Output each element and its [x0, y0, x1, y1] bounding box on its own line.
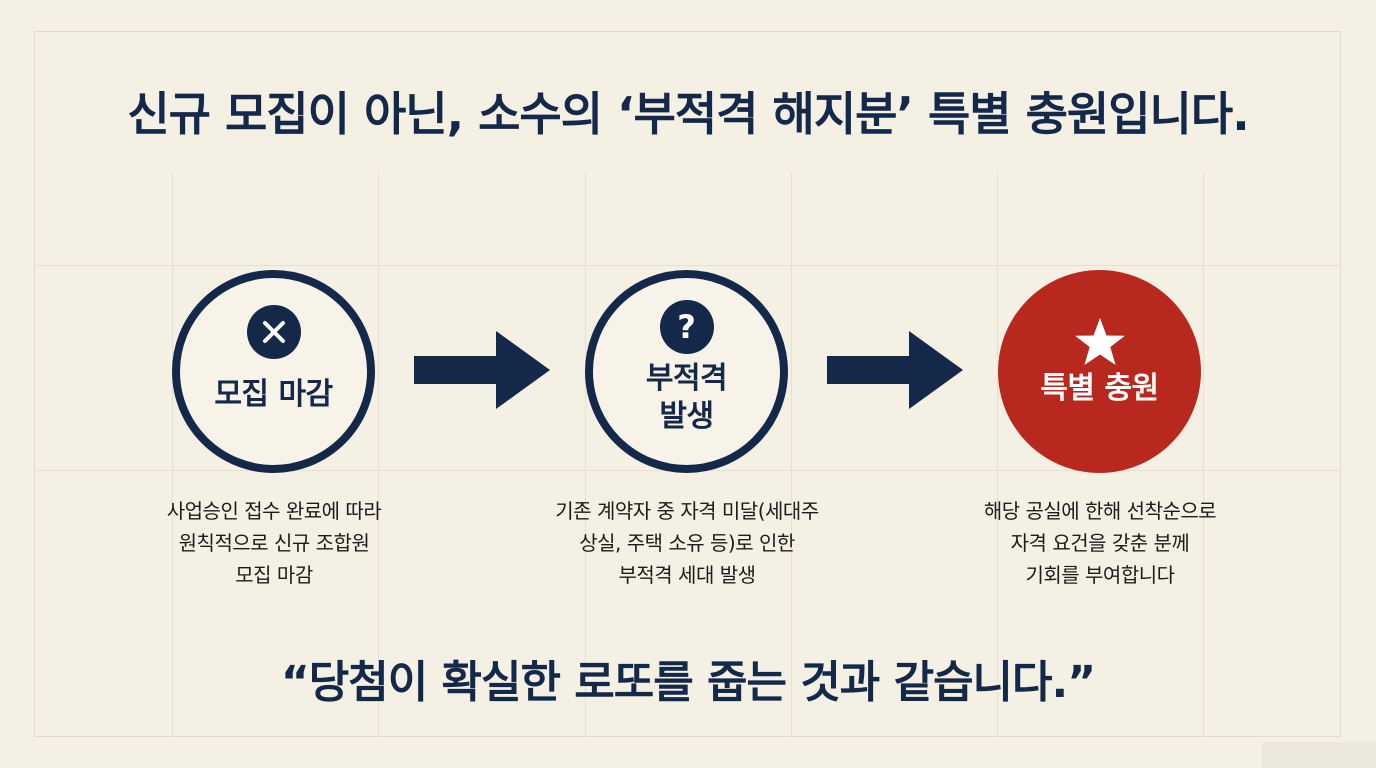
- description-line: 사업승인 접수 완료에 따라: [166, 499, 382, 523]
- grid-line: [791, 172, 792, 737]
- description-line: 자격 요건을 갖춘 분께: [1010, 531, 1190, 555]
- headline: 신규 모집이 아닌, 소수의 ‘부적격 해지분’ 특별 충원입니다.: [127, 87, 1249, 141]
- description-line: 기존 계약자 중 자격 미달(세대주: [555, 499, 819, 523]
- slide-frame: [34, 31, 1341, 737]
- question-icon: ?: [659, 300, 714, 354]
- close-icon: [246, 305, 301, 359]
- step-description: 사업승인 접수 완료에 따라 원칙적으로 신규 조합원 모집 마감: [109, 495, 439, 591]
- step-circle-special: 특별 충원: [998, 270, 1201, 473]
- description-line: 기회를 부여합니다: [1025, 563, 1175, 587]
- step-description: 해당 공실에 한해 선착순으로 자격 요건을 갖춘 분께 기회를 부여합니다: [935, 495, 1265, 591]
- step-label: 특별 충원: [1040, 371, 1159, 406]
- grid-line: [34, 265, 1341, 266]
- step-description: 기존 계약자 중 자격 미달(세대주 상실, 주택 소유 등)로 인한 부적격 …: [522, 495, 852, 591]
- description-line: 원칙적으로 신규 조합원: [178, 531, 370, 555]
- grid-line: [1203, 172, 1204, 737]
- step-label-line-2: 발생: [659, 399, 714, 434]
- arrow-right-icon: [414, 331, 550, 409]
- step-circle-closed: 모집 마감: [172, 270, 375, 473]
- grid-line: [997, 172, 998, 737]
- arrow-right-icon: [827, 331, 963, 409]
- description-line: 해당 공실에 한해 선착순으로: [983, 499, 1217, 523]
- description-line: 모집 마감: [235, 563, 313, 587]
- grid-line: [378, 172, 379, 737]
- grid-line: [585, 172, 586, 737]
- star-icon: [1074, 318, 1125, 365]
- step-label-line-1: 부적격: [645, 361, 728, 396]
- corner-patch: [1262, 742, 1376, 768]
- step-label: 모집 마감: [214, 377, 333, 412]
- step-circle-ineligible: ? 부적격 발생: [585, 270, 788, 473]
- description-line: 상실, 주택 소유 등)로 인한: [579, 531, 795, 555]
- description-line: 부적격 세대 발생: [618, 563, 756, 587]
- grid-line: [172, 172, 173, 737]
- quote: “당첨이 확실한 로또를 줍는 것과 같습니다.”: [280, 657, 1096, 708]
